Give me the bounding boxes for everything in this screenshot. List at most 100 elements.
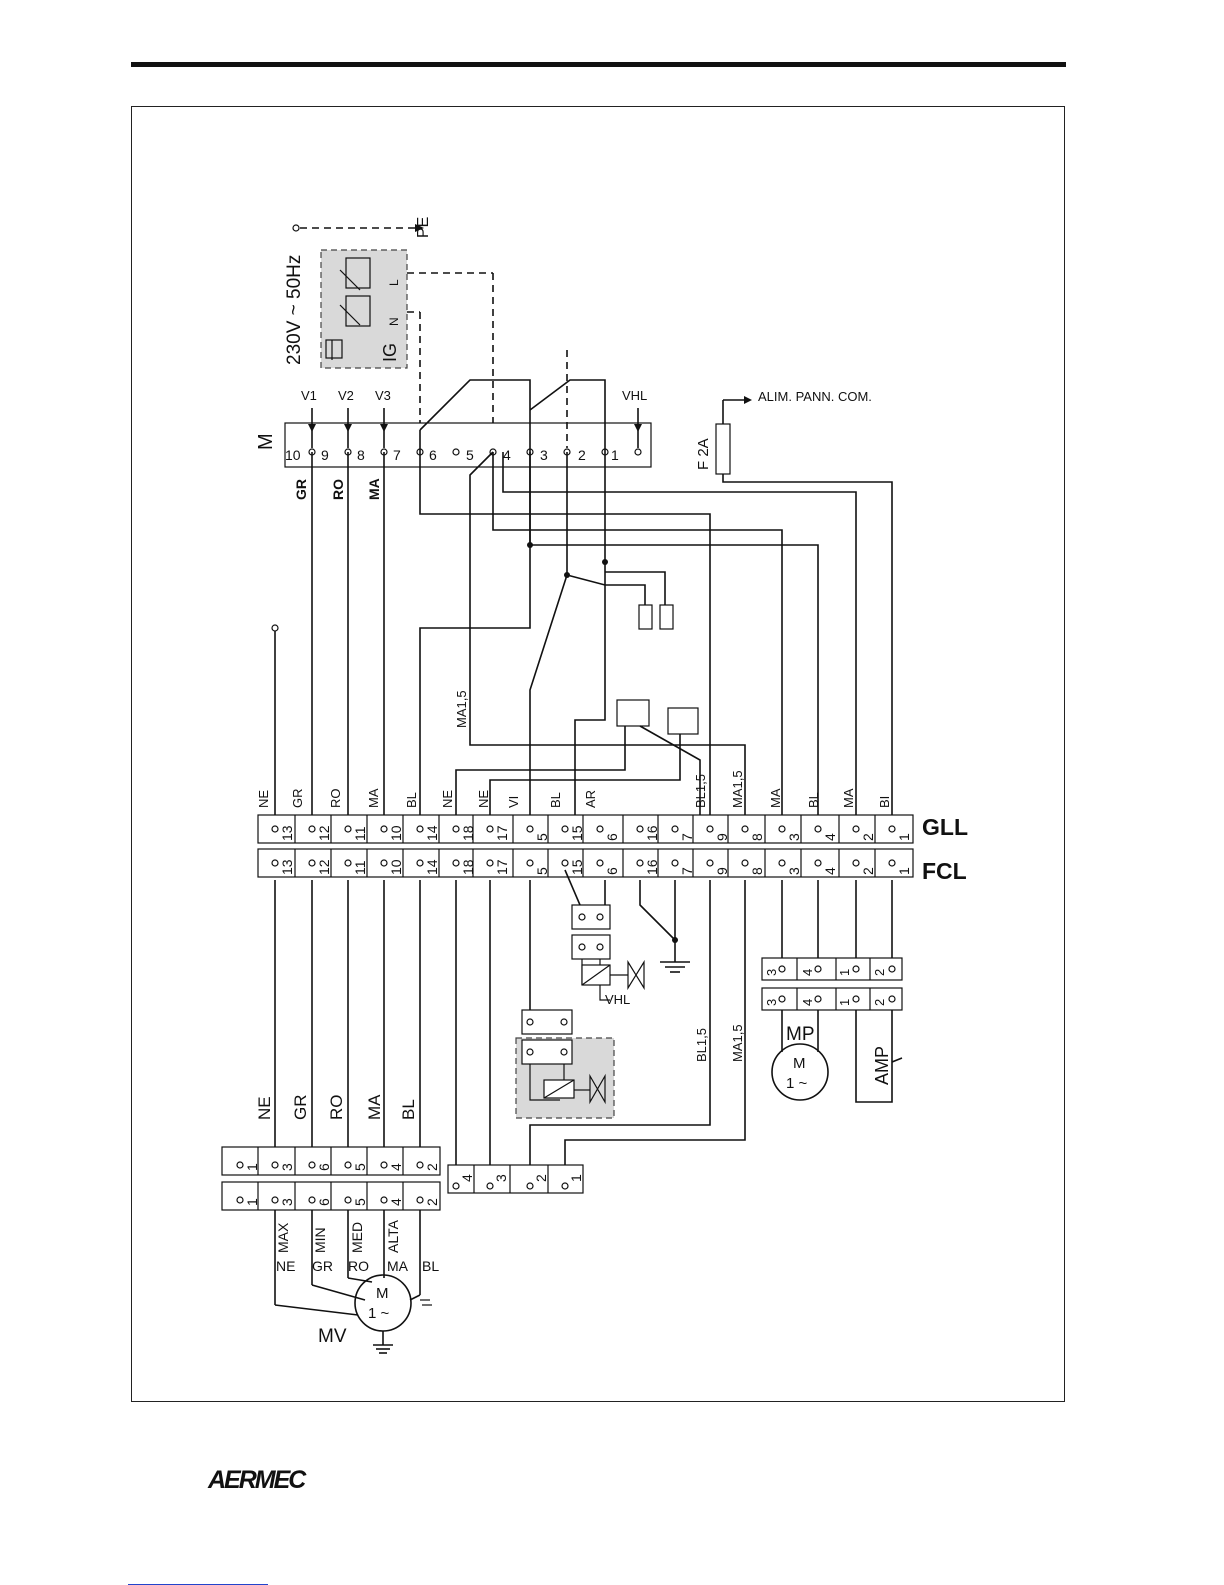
- diagram-frame: [131, 106, 1065, 1402]
- gll-terminal-8: 8: [749, 833, 765, 841]
- pump-label: MP: [786, 1024, 815, 1045]
- gll-terminal-dot: [814, 825, 822, 833]
- internal-wiring: MA1,5: [271, 350, 857, 830]
- gll-terminal-dot: [380, 825, 388, 833]
- strip-wire-color-11: MA1,5: [730, 770, 745, 808]
- fcl-terminal-15: 15: [569, 859, 585, 875]
- strip-wire-color-1: GR: [290, 789, 305, 809]
- fan-terminal-dot: [308, 1196, 316, 1204]
- fan-terminal-dot: [416, 1161, 424, 1169]
- wire-label-bl15-lower: BL1,5: [694, 1028, 709, 1062]
- aermec-logo: AERMEC: [208, 1466, 306, 1494]
- gll-terminal-16: 16: [644, 825, 660, 841]
- fcl-terminal-10: 10: [388, 859, 404, 875]
- fcl-terminal-dot: [308, 859, 316, 867]
- pump-term-3b: 3: [764, 999, 779, 1006]
- fan-terminal-4-row1: 4: [388, 1198, 404, 1206]
- gll-terminal-dot: [741, 825, 749, 833]
- board-terminal-6: 6: [429, 447, 437, 463]
- small-block-dot: [452, 1182, 460, 1190]
- board-terminal-10: 10: [285, 447, 301, 463]
- fan-terminal-dot: [380, 1196, 388, 1204]
- pump-term-3a: 3: [764, 969, 779, 976]
- gll-terminal-dot: [271, 825, 279, 833]
- supply-voltage-label: 230V ~ 50Hz: [284, 255, 305, 365]
- board-wire-ro: RO: [330, 479, 346, 500]
- gll-terminal-dot: [636, 825, 644, 833]
- pump-term-2a: 2: [872, 969, 887, 976]
- board-label: M: [255, 433, 277, 450]
- input-v2: V2: [338, 388, 354, 403]
- strip-wire-color-9: AR: [583, 790, 598, 808]
- gll-terminal-9: 9: [714, 833, 730, 841]
- input-v3: V3: [375, 388, 391, 403]
- gll-terminal-7: 7: [679, 833, 695, 841]
- fan-terminal-dot: [271, 1196, 279, 1204]
- fcl-terminal-1: 1: [896, 867, 912, 875]
- fan-motor-color-BL: BL: [422, 1258, 439, 1274]
- fcl-terminal-dot: [526, 859, 534, 867]
- fan-motor-m: M: [376, 1285, 389, 1302]
- fcl-terminal-16: 16: [644, 859, 660, 875]
- fcl-label: FCL: [922, 858, 967, 884]
- power-supply: PE 230V ~ 50Hz IG L N: [284, 217, 494, 448]
- fan-wire-color-MA: MA: [365, 1094, 384, 1120]
- board-wire-gr: GR: [293, 479, 309, 500]
- fcl-terminal-11: 11: [352, 860, 368, 875]
- gll-terminal-14: 14: [424, 825, 440, 841]
- fcl-terminal-dot: [561, 859, 569, 867]
- gll-terminal-dot: [344, 825, 352, 833]
- valve-block: [515, 1009, 615, 1119]
- strip-wire-color-5: NE: [440, 790, 455, 808]
- board-terminal-8: 8: [357, 447, 365, 463]
- fan-label: MV: [318, 1326, 347, 1347]
- gll-terminal-dot: [596, 825, 604, 833]
- gll-terminal-dot: [706, 825, 714, 833]
- small-block-dot: [561, 1182, 569, 1190]
- fcl-terminal-2: 2: [860, 867, 876, 875]
- strip-wire-color-14: MA: [841, 788, 856, 808]
- fcl-terminal-dot: [416, 859, 424, 867]
- gll-terminal-17: 17: [494, 825, 510, 841]
- fan-terminal-dot: [380, 1161, 388, 1169]
- fcl-terminal-5: 5: [534, 867, 550, 875]
- gll-terminal-dot: [852, 825, 860, 833]
- fan-terminal-dot: [344, 1196, 352, 1204]
- lower-wiring: BL1,5 MA1,5: [274, 869, 893, 1170]
- fan-wire-color-NE: NE: [255, 1096, 274, 1120]
- fan-terminal-2-row0: 2: [424, 1163, 440, 1171]
- gll-terminal-2: 2: [860, 833, 876, 841]
- strip-wire-color-2: RO: [328, 789, 343, 809]
- fcl-terminal-dot: [706, 859, 714, 867]
- n-label: N: [387, 317, 401, 326]
- strip-wire-color-4: BL: [404, 792, 419, 808]
- gll-terminal-dot: [308, 825, 316, 833]
- fan-speed-min: MIN: [312, 1227, 328, 1253]
- pe-label: PE: [415, 217, 432, 238]
- fcl-terminal-dot: [852, 859, 860, 867]
- alim-label: ALIM. PANN. COM.: [758, 389, 872, 404]
- vhl-label: VHL: [605, 992, 630, 1007]
- pump-motor-phase: 1 ~: [786, 1075, 808, 1092]
- pump-term-2b: 2: [872, 999, 887, 1006]
- fan-terminal-3-row1: 3: [279, 1198, 295, 1206]
- gll-terminal-dot: [671, 825, 679, 833]
- fan-terminal-1-row0: 1: [244, 1163, 260, 1171]
- strip-wire-color-8: BL: [548, 792, 563, 808]
- gll-terminal-10: 10: [388, 825, 404, 841]
- gll-terminal-12: 12: [316, 825, 332, 841]
- gll-terminal-dot: [888, 825, 896, 833]
- fan-terminal-3-row0: 3: [279, 1163, 295, 1171]
- strip-wire-color-0: NE: [256, 790, 271, 808]
- strip-wire-color-3: MA: [366, 788, 381, 808]
- fan-terminal-1-row1: 1: [244, 1198, 260, 1206]
- gll-terminal-18: 18: [460, 825, 476, 841]
- strip-wire-color-13: BL: [806, 792, 821, 808]
- fcl-terminal-dot: [486, 859, 494, 867]
- fcl-terminal-dot: [778, 859, 786, 867]
- board-wire-ma: MA: [366, 478, 382, 500]
